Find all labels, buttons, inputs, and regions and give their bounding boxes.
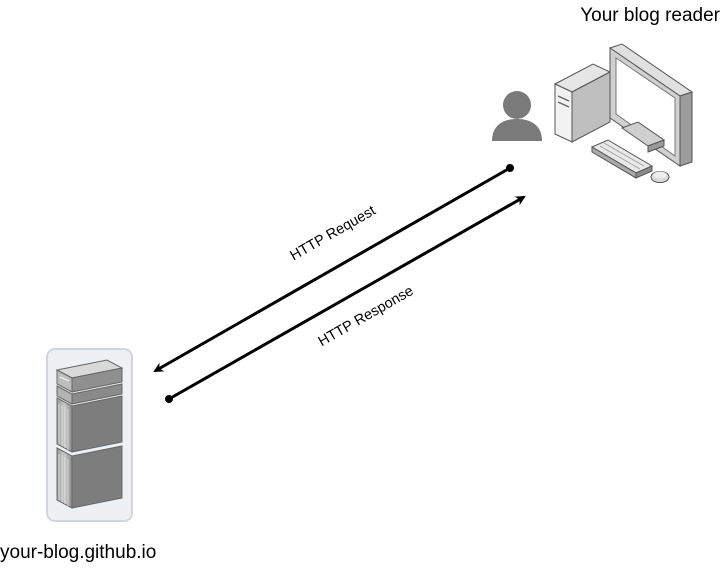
http-response-edge (165, 195, 526, 403)
http-response-label: HTTP Response (316, 283, 417, 350)
desktop-computer-icon (553, 43, 694, 183)
user-icon (492, 91, 542, 141)
http-request-edge (153, 164, 514, 373)
http-request-label: HTTP Request (288, 203, 379, 264)
server-rack-icon (46, 348, 133, 522)
reader-label: Your blog reader (580, 5, 720, 26)
server-label: your-blog.github.io (0, 542, 157, 563)
